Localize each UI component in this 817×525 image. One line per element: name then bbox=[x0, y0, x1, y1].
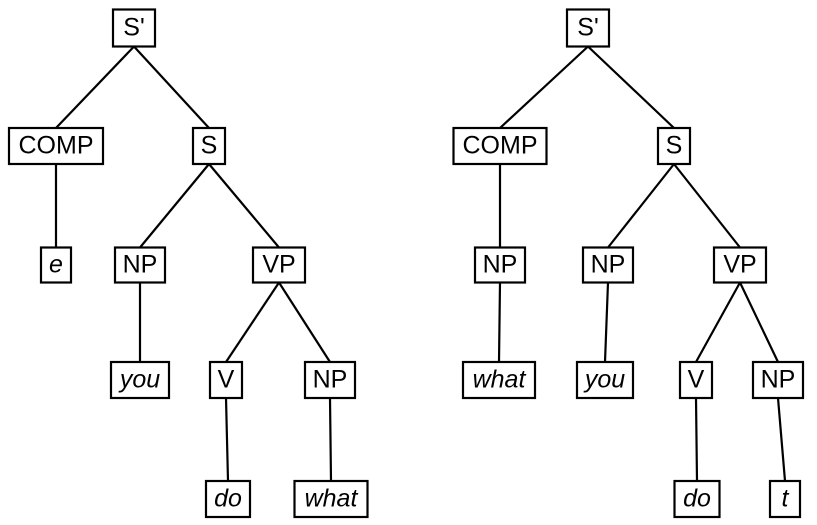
node-box-R-do bbox=[673, 479, 721, 519]
node-label-R-VP: VP bbox=[723, 251, 756, 279]
node-box-R-t bbox=[768, 479, 802, 519]
node-label-R-do: do bbox=[683, 485, 711, 513]
tree-edge-R-V-to-R-do bbox=[694, 397, 699, 482]
node-box-L-NP1 bbox=[113, 246, 167, 284]
node-box-L-S bbox=[191, 126, 227, 166]
tree-edge-L-NP2-to-L-what bbox=[328, 397, 333, 482]
tree-edge-R-S-to-R-NP1 bbox=[607, 163, 675, 249]
node-label-R-S: S bbox=[666, 132, 683, 160]
tree-node-L-VP: VP bbox=[251, 246, 307, 284]
deep-structure-tree-edges bbox=[54, 45, 333, 482]
node-box-R-NP2 bbox=[751, 360, 805, 400]
tree-node-L-NP2: NP bbox=[303, 360, 357, 400]
tree-node-L-what: what bbox=[293, 479, 369, 519]
tree-node-R-Sbar: S' bbox=[565, 8, 611, 48]
tree-edge-R-NP0-to-R-what bbox=[497, 282, 502, 363]
node-label-L-you: you bbox=[118, 366, 160, 394]
node-box-R-you bbox=[575, 360, 635, 400]
node-label-R-NP1: NP bbox=[591, 251, 626, 279]
node-label-L-S: S bbox=[201, 132, 218, 160]
tree-edge-R-VP-to-R-NP2 bbox=[739, 282, 779, 363]
tree-node-L-do: do bbox=[204, 479, 252, 519]
node-label-R-NP2: NP bbox=[761, 366, 796, 394]
tree-edge-L-VP-to-L-V bbox=[225, 281, 280, 363]
node-box-R-NP0 bbox=[473, 246, 527, 284]
surface-structure-tree-nodes: S' COMP S NP NP VP what you V NP do t bbox=[452, 8, 805, 519]
tree-edge-L-S-to-L-NP1 bbox=[139, 163, 210, 249]
tree-node-R-COMP: COMP bbox=[452, 126, 548, 166]
node-label-L-VP: VP bbox=[262, 251, 295, 279]
node-label-L-COMP: COMP bbox=[19, 132, 94, 160]
tree-node-R-do: do bbox=[673, 479, 721, 519]
node-box-L-Sbar bbox=[111, 8, 157, 48]
node-label-L-NP1: NP bbox=[123, 251, 158, 279]
tree-node-L-Sbar: S' bbox=[111, 8, 157, 48]
node-label-R-V: V bbox=[688, 366, 705, 394]
node-label-L-Sbar: S' bbox=[123, 14, 144, 42]
tree-node-L-you: you bbox=[109, 360, 171, 400]
node-box-L-e bbox=[39, 246, 73, 284]
tree-edge-R-S-to-R-VP bbox=[673, 163, 741, 249]
node-box-L-what bbox=[293, 479, 369, 519]
node-label-R-what: what bbox=[473, 366, 527, 394]
tree-edge-R-NP2-to-R-t bbox=[776, 397, 787, 482]
node-box-R-S bbox=[656, 126, 692, 166]
tree-node-R-t: t bbox=[768, 479, 802, 519]
node-label-R-NP0: NP bbox=[483, 251, 518, 279]
node-label-R-you: you bbox=[583, 366, 625, 394]
node-label-L-e: e bbox=[49, 251, 63, 279]
tree-node-R-NP0: NP bbox=[473, 246, 527, 284]
node-box-R-COMP bbox=[452, 126, 548, 166]
tree-node-R-what: what bbox=[461, 360, 537, 400]
tree-node-L-e: e bbox=[39, 246, 73, 284]
node-box-L-VP bbox=[251, 246, 307, 284]
tree-node-L-V: V bbox=[208, 360, 244, 400]
tree-edge-L-Sbar-to-L-COMP bbox=[55, 45, 135, 129]
node-label-L-NP2: NP bbox=[313, 366, 348, 394]
node-label-L-V: V bbox=[218, 366, 235, 394]
node-box-R-NP1 bbox=[581, 246, 635, 284]
tree-edge-L-VP-to-L-NP2 bbox=[278, 281, 331, 363]
node-label-R-COMP: COMP bbox=[463, 132, 538, 160]
edges-layer bbox=[54, 45, 787, 482]
tree-edge-L-S-to-L-VP bbox=[208, 163, 280, 249]
tree-node-R-NP2: NP bbox=[751, 360, 805, 400]
tree-node-R-S: S bbox=[656, 126, 692, 166]
node-box-R-V bbox=[678, 360, 714, 400]
tree-node-R-V: V bbox=[678, 360, 714, 400]
tree-node-R-you: you bbox=[575, 360, 635, 400]
node-box-L-NP2 bbox=[303, 360, 357, 400]
node-box-L-V bbox=[208, 360, 244, 400]
tree-edge-R-Sbar-to-R-S bbox=[587, 45, 675, 129]
tree-node-R-VP: VP bbox=[712, 246, 768, 284]
surface-structure-tree-edges bbox=[497, 45, 787, 482]
tree-edge-L-Sbar-to-L-S bbox=[133, 45, 210, 129]
node-label-L-what: what bbox=[305, 485, 359, 513]
tree-node-L-NP1: NP bbox=[113, 246, 167, 284]
tree-edge-R-NP1-to-R-you bbox=[603, 282, 610, 363]
node-label-L-do: do bbox=[214, 485, 242, 513]
node-box-R-VP bbox=[712, 246, 768, 284]
node-box-L-do bbox=[204, 479, 252, 519]
tree-node-R-NP1: NP bbox=[581, 246, 635, 284]
tree-edge-L-V-to-L-do bbox=[224, 397, 230, 482]
tree-edge-R-VP-to-R-V bbox=[695, 281, 741, 363]
node-label-R-t: t bbox=[782, 485, 790, 513]
node-box-L-you bbox=[109, 360, 171, 400]
tree-node-L-S: S bbox=[191, 126, 227, 166]
node-box-R-what bbox=[461, 360, 537, 400]
node-label-R-Sbar: S' bbox=[577, 14, 598, 42]
tree-node-L-COMP: COMP bbox=[7, 126, 105, 166]
node-box-R-Sbar bbox=[565, 8, 611, 48]
node-box-L-COMP bbox=[7, 126, 105, 166]
tree-edge-R-Sbar-to-R-COMP bbox=[499, 45, 589, 129]
